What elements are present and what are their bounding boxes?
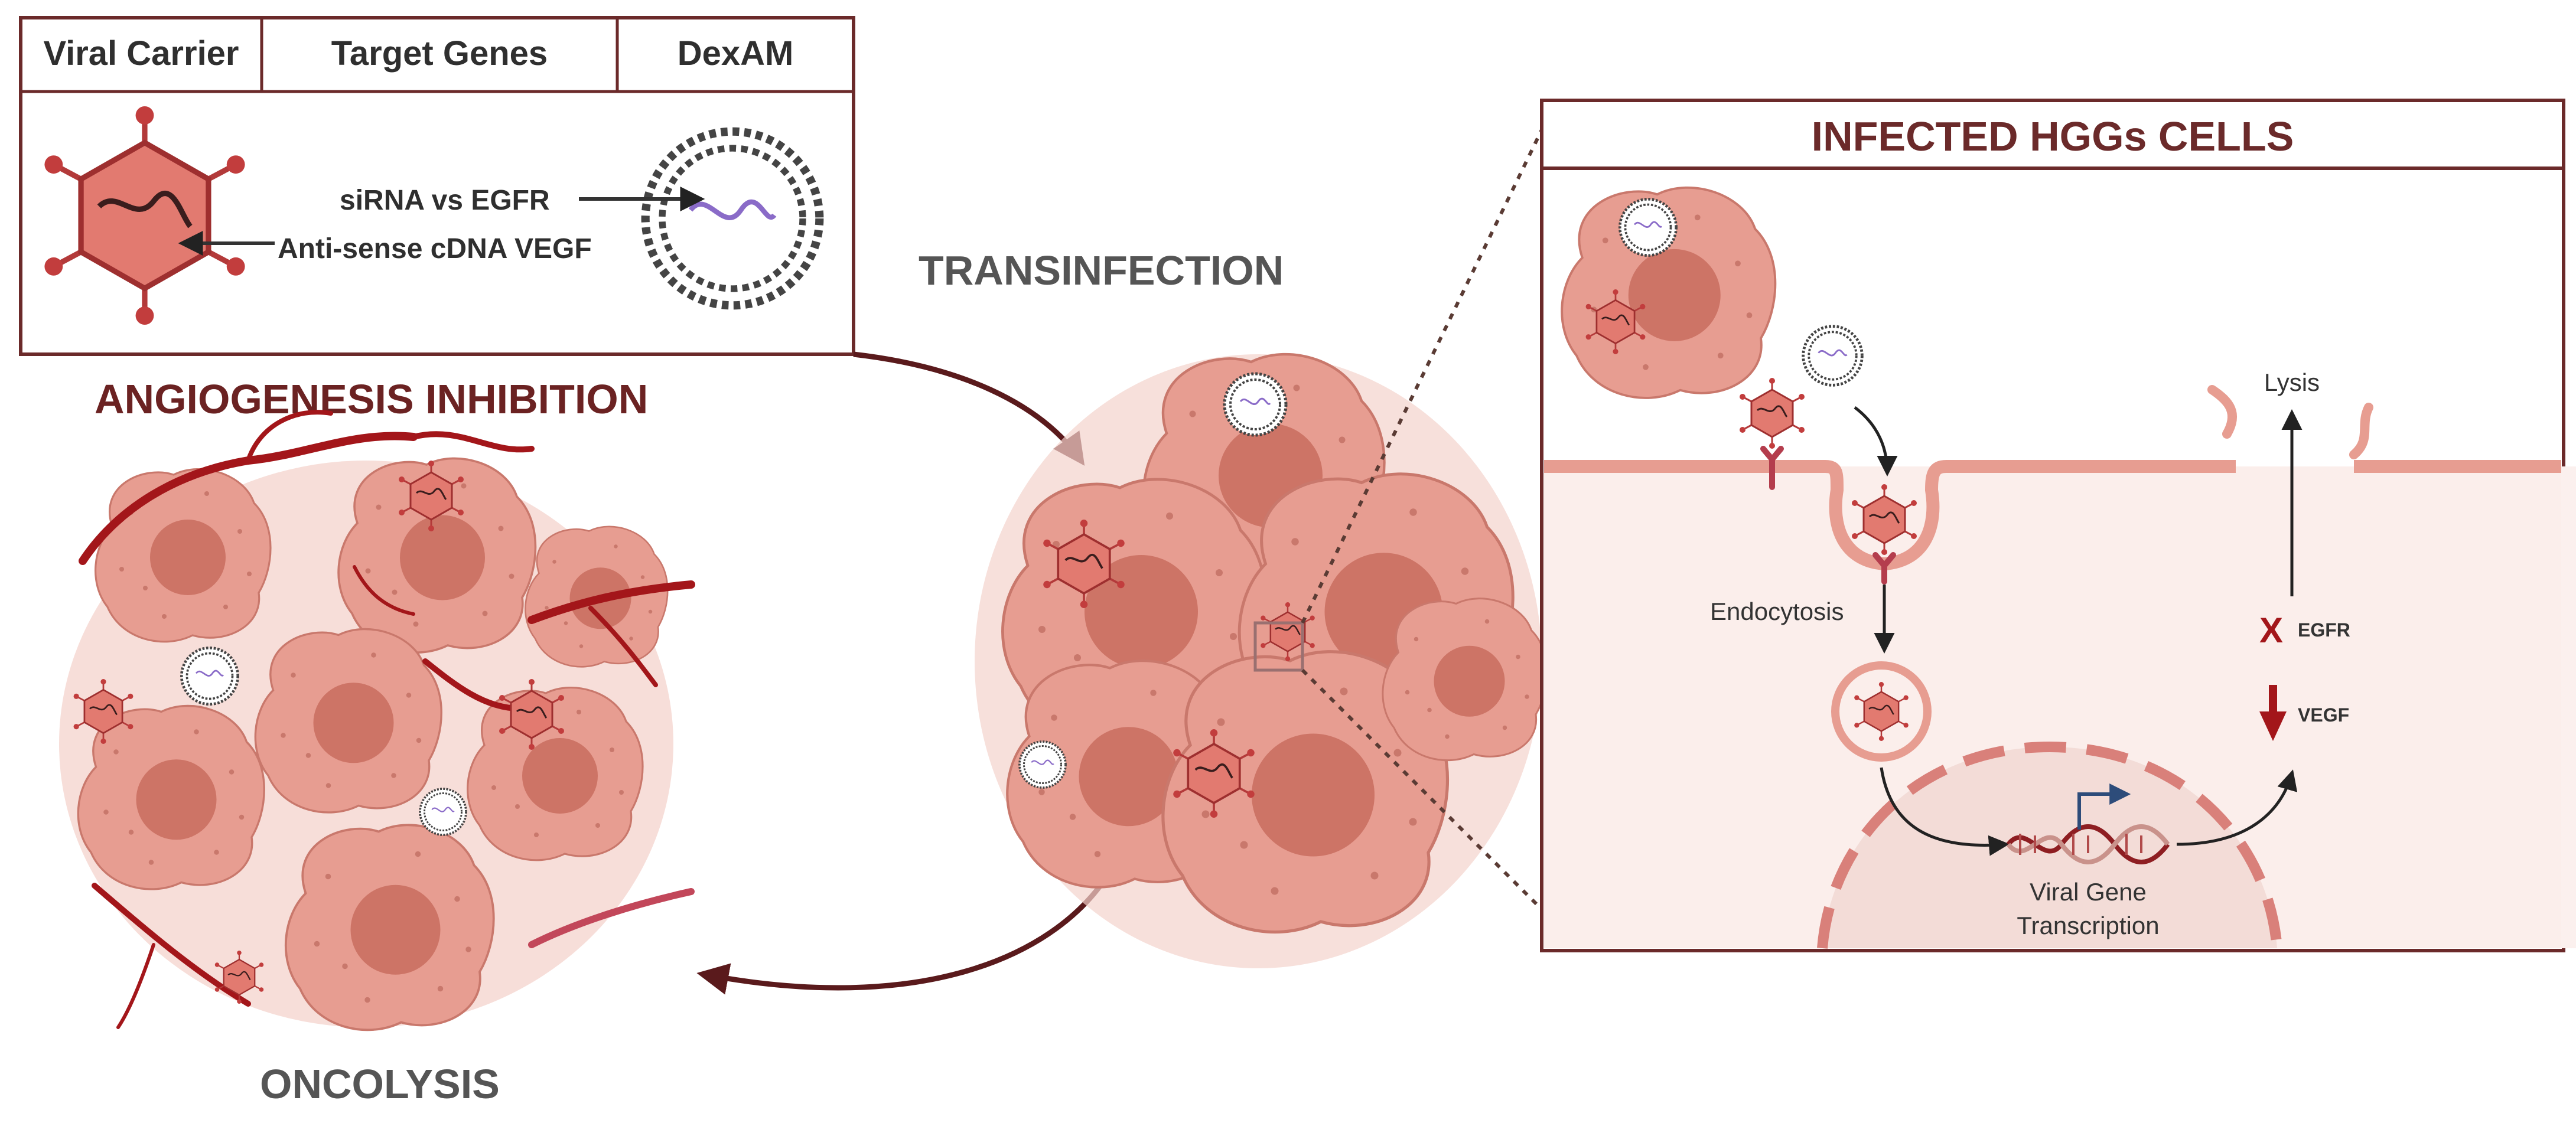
receptor-icon [1760,446,1784,490]
gene-label-sirna-egfr: siRNA vs EGFR [340,185,550,216]
zoom-line-top [1301,129,1543,624]
zoom-region-box [1253,621,1304,672]
legend-header-dexam: DexAM [678,34,794,73]
oncolysis-label: ONCOLYSIS [260,1061,500,1107]
endocytosis-label: Endocytosis [1710,598,1844,625]
vegf-down-arrow-icon [2259,685,2287,741]
egfr-label: EGFR [2298,619,2350,641]
gene-label-antisense-vegf: Anti-sense cDNA VEGF [278,233,592,265]
liposome-icon-tumor-1 [181,648,237,704]
liposome-icon-cluster-1 [1225,374,1286,435]
liposome-icon-incoming [1803,327,1862,386]
membrane-fragment-right [2349,403,2373,459]
arrow-binding [1854,406,1898,476]
nucleus [1822,747,2277,948]
panel-title: INFECTED HGGs CELLS [1812,113,2294,159]
transcription-label-line1: Viral Gene [2030,878,2147,906]
egfr-knockdown-marker: X [2259,611,2283,650]
vegf-label: VEGF [2298,704,2349,726]
lysis-label: Lysis [2264,368,2320,396]
tumor-mass [59,457,673,1031]
legend-header-viral-carrier: Viral Carrier [43,34,239,73]
legend-header-target-genes: Target Genes [331,34,548,73]
liposome-icon-cluster-2 [1018,740,1067,789]
arrow-to-oncolysis [696,878,1107,995]
arrow-from-nucleus [2176,769,2298,846]
liposome-icon-tumor-2 [419,788,467,836]
legend-table: Viral Carrier Target Genes DexAM siRNA v… [19,16,855,356]
liposome-icon-panel-cell [1620,199,1676,255]
transcription-start-arrow [2077,784,2131,830]
arrow-to-transinfection [853,351,1085,466]
infected-cells-panel: INFECTED HGGs CELLS En [1540,99,2576,952]
transinfection-label: TRANSINFECTION [919,247,1284,293]
receptor-icon-invaginated [1872,552,1896,585]
infected-cell-cluster [975,354,1548,968]
dexam-liposome-icon [646,132,820,306]
membrane-fragment-left [2207,385,2237,439]
nuclear-envelope [1817,741,2282,949]
transcription-label-line2: Transcription [2017,912,2159,939]
blood-vessels [79,410,695,1029]
angiogenesis-inhibition-label: ANGIOGENESIS INHIBITION [95,376,648,422]
dna-helix-icon [2006,824,2170,864]
arrow-to-nucleus [1880,767,2010,856]
zoom-line-bottom [1301,668,1543,911]
